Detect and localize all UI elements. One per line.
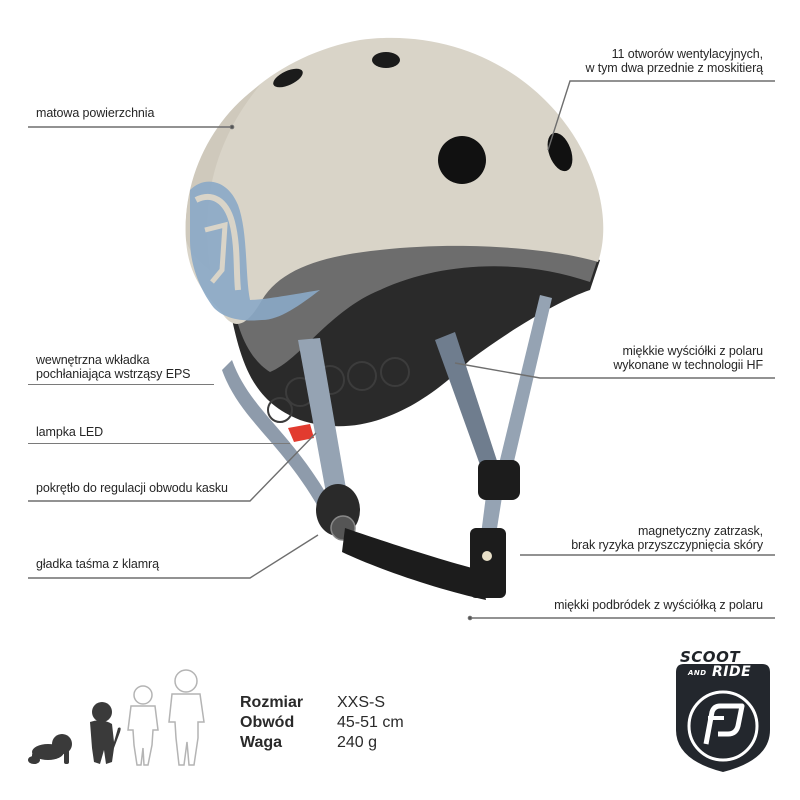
annotation-led-leader bbox=[28, 443, 290, 444]
annotation-vents-line2: w tym dwa przednie z moskitierą bbox=[585, 61, 763, 75]
annotation-chin-pad: miękki podbródek z wyściółką z polaru bbox=[554, 598, 763, 612]
spec-weight-key: Waga bbox=[240, 734, 283, 751]
spec-circumference-key: Obwód bbox=[240, 714, 295, 731]
annotation-magnetic-line2: brak ryzyka przyszczypnięcia skóry bbox=[571, 538, 763, 552]
annotation-vents-line1: 11 otworów wentylacyjnych, bbox=[611, 47, 764, 61]
logo-text-ride: RIDE bbox=[712, 664, 752, 680]
annotation-led: lampka LED bbox=[36, 425, 104, 439]
spec-weight-value: 240 g bbox=[337, 734, 378, 751]
logo-text-scoot: SCOOT bbox=[680, 648, 741, 666]
annotation-matte-surface: matowa powierzchnia bbox=[36, 106, 155, 120]
spec-size-key: Rozmiar bbox=[240, 694, 304, 711]
logo-text-and: AND bbox=[688, 669, 707, 677]
spec-circumference-value: 45-51 cm bbox=[337, 714, 404, 731]
annotation-strap-buckle: gładka taśma z klamrą bbox=[36, 557, 159, 571]
annotation-padding-line2: wykonane w technologii HF bbox=[613, 358, 763, 372]
logo-badge-icon bbox=[676, 664, 770, 772]
spec-size-value: XXS-S bbox=[337, 694, 386, 711]
annotation-magnetic-line1: magnetyczny zatrzask, bbox=[637, 524, 763, 538]
annotation-adjustment-dial: pokrętło do regulacji obwodu kasku bbox=[36, 481, 228, 495]
annotation-padding-line1: miękkie wyściółki z polaru bbox=[622, 344, 764, 358]
annotation-eps-leader bbox=[28, 384, 214, 385]
annotation-eps-line1: wewnętrzna wkładka bbox=[36, 353, 150, 367]
annotation-eps-line2: pochłaniająca wstrząsy EPS bbox=[36, 367, 191, 381]
scoot-and-ride-logo: SCOOT AND RIDE bbox=[668, 648, 778, 774]
